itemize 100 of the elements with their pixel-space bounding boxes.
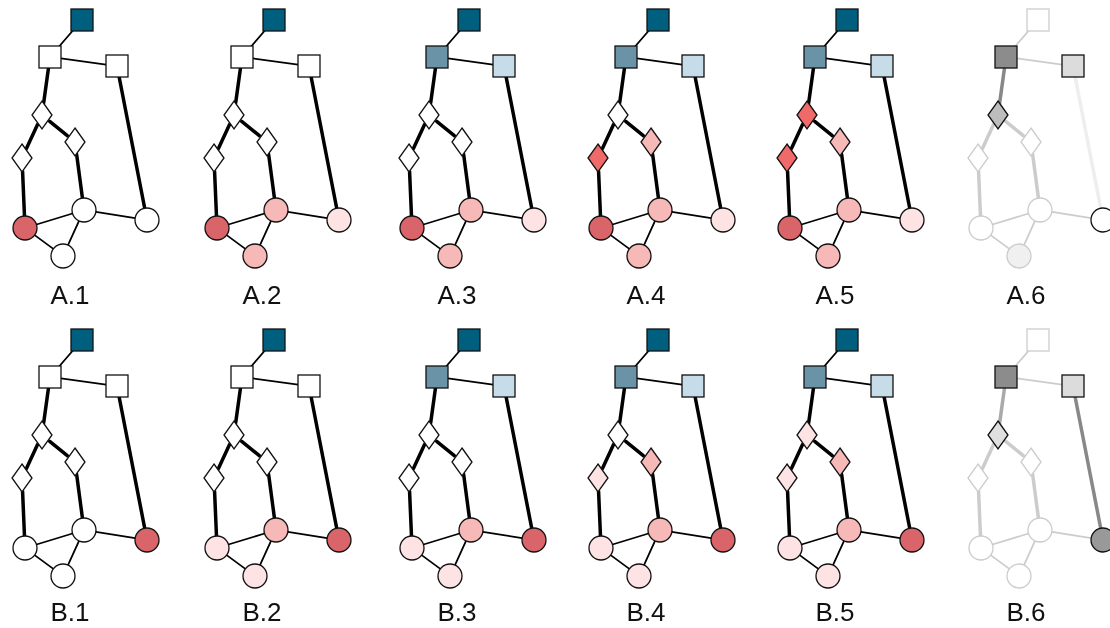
connector-line	[1014, 30, 1030, 47]
circle-node	[204, 215, 230, 241]
connector-line	[58, 30, 74, 47]
diamond-node	[987, 419, 1009, 451]
diamond-node	[1020, 126, 1042, 158]
connector-line	[454, 220, 467, 246]
square-node	[994, 45, 1018, 69]
connector-line	[422, 532, 461, 546]
connector-line	[74, 472, 85, 520]
connector-line	[67, 540, 80, 566]
square-node	[425, 365, 449, 389]
connector-line	[225, 554, 247, 570]
square-node	[457, 328, 481, 352]
circle-node	[71, 517, 97, 543]
connector-line	[24, 442, 40, 471]
connector-line	[250, 30, 266, 47]
diamond-node	[829, 446, 851, 478]
connector-line	[239, 119, 262, 138]
connector-line	[643, 220, 656, 246]
circle-node	[1027, 197, 1053, 223]
circle-node	[134, 207, 160, 233]
connector-line	[35, 212, 74, 226]
diamond-node	[607, 99, 629, 131]
connector-line	[596, 169, 603, 218]
circle-node	[458, 517, 484, 543]
connector-line	[980, 442, 996, 471]
connector-line	[1003, 439, 1026, 458]
connector-line	[420, 234, 442, 250]
diamond-node	[398, 142, 420, 174]
circle-node	[899, 207, 925, 233]
connector-line	[643, 540, 656, 566]
connector-line	[266, 152, 277, 200]
connector-line	[20, 169, 27, 218]
circle-node	[1027, 517, 1053, 543]
connector-line	[832, 220, 845, 246]
circle-node	[263, 197, 289, 223]
connector-line	[609, 234, 631, 250]
square-node	[994, 365, 1018, 389]
connector-line	[976, 169, 983, 218]
circle-node	[968, 535, 994, 561]
square-node	[38, 365, 62, 389]
connector-line	[58, 350, 74, 367]
diamond-node	[398, 462, 420, 494]
square-node	[230, 365, 254, 389]
circle-node	[626, 563, 652, 589]
circle-node	[263, 517, 289, 543]
diamond-node	[607, 419, 629, 451]
connector-line	[785, 169, 792, 218]
connector-line	[785, 489, 792, 538]
diamond-node	[451, 446, 473, 478]
connector-line	[611, 212, 650, 226]
circle-node	[458, 197, 484, 223]
connector-line	[407, 169, 414, 218]
diamond-node	[987, 99, 1009, 131]
connector-line	[422, 212, 461, 226]
square-node	[835, 328, 859, 352]
connector-line	[800, 212, 839, 226]
diamond-node	[223, 419, 245, 451]
square-node	[105, 374, 129, 398]
connector-line	[454, 540, 467, 566]
connector-line	[623, 439, 646, 458]
circle-node	[836, 517, 862, 543]
diamond-node	[776, 142, 798, 174]
circle-node	[647, 197, 673, 223]
circle-node	[242, 243, 268, 269]
circle-node	[12, 215, 38, 241]
square-node	[835, 8, 859, 32]
diamond-node	[587, 142, 609, 174]
square-node	[681, 374, 705, 398]
panel-label: B.5	[814, 597, 856, 627]
connector-line	[812, 439, 835, 458]
connector-line	[434, 439, 457, 458]
square-node	[297, 54, 321, 78]
connector-line	[461, 152, 472, 200]
connector-line	[445, 30, 461, 47]
circle-node	[777, 535, 803, 561]
connector-line	[33, 234, 55, 250]
connector-line	[812, 119, 835, 138]
panel-label: B.2	[241, 597, 283, 627]
connector-line	[445, 350, 461, 367]
circle-node	[50, 563, 76, 589]
connector-line	[634, 30, 650, 47]
diamond-node	[256, 126, 278, 158]
square-node	[105, 54, 129, 78]
connector-line	[634, 350, 650, 367]
diamond-node	[64, 126, 86, 158]
connector-line	[989, 554, 1011, 570]
connector-line	[1023, 220, 1036, 246]
panel-label: A.2	[241, 280, 283, 310]
diamond-node	[451, 126, 473, 158]
circle-node	[12, 535, 38, 561]
connector-line	[991, 212, 1030, 226]
circle-node	[242, 563, 268, 589]
panel-label: A.3	[436, 280, 478, 310]
diamond-node	[31, 99, 53, 131]
circle-node	[134, 527, 160, 553]
square-node	[457, 8, 481, 32]
diamond-node	[256, 446, 278, 478]
connector-line	[407, 489, 414, 538]
diamond-node	[796, 419, 818, 451]
